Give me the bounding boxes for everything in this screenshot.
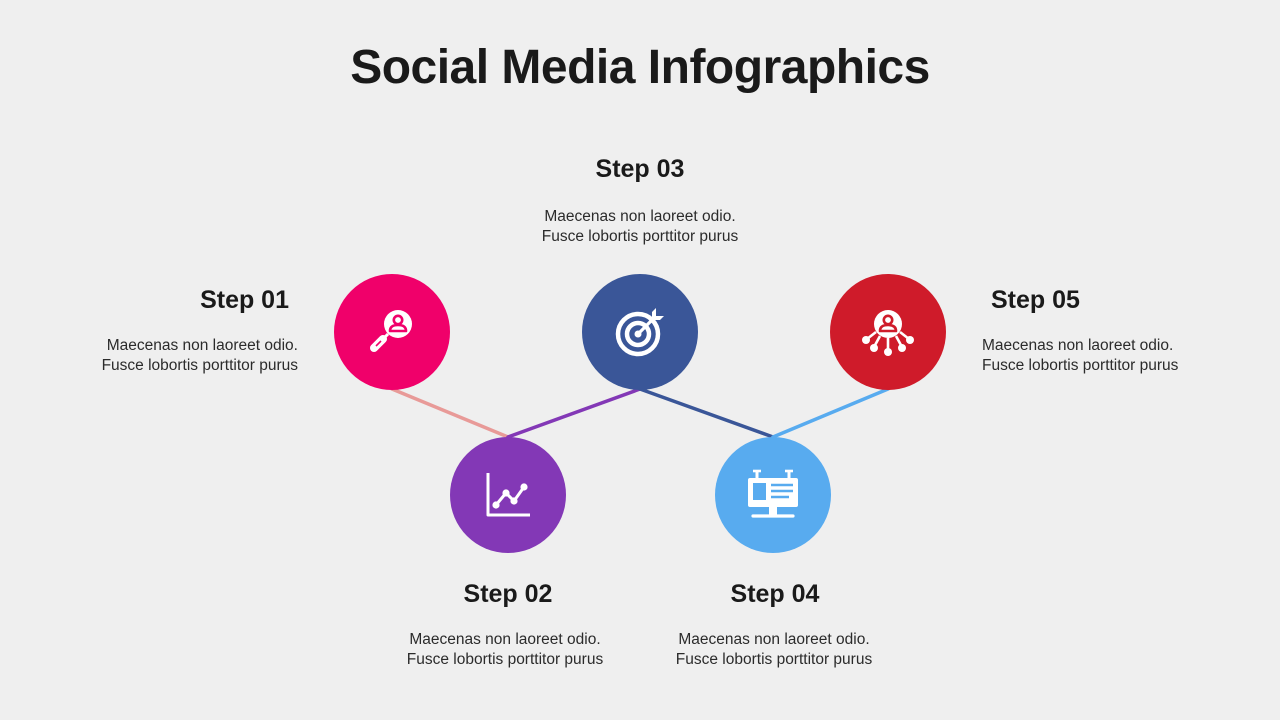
step-04-circle — [715, 437, 831, 553]
target-icon — [615, 308, 664, 357]
billboard-icon — [748, 469, 798, 518]
step-02-title: Step 02 — [463, 580, 553, 608]
page-title: Social Media Infographics — [350, 41, 930, 94]
connector-02-03 — [506, 387, 642, 439]
line-chart-icon — [486, 473, 530, 517]
step-01-title: Step 01 — [200, 286, 289, 314]
step-03-title: Step 03 — [595, 155, 685, 183]
connector-01-02 — [390, 387, 510, 439]
step-05-description: Maecenas non laoreet odio. Fusce loborti… — [982, 337, 1179, 374]
step-01-description: Maecenas non laoreet odio. Fusce loborti… — [101, 337, 298, 374]
step-05-title: Step 05 — [991, 286, 1080, 314]
step-03-description: Maecenas non laoreet odio. Fusce loborti… — [541, 208, 739, 245]
step-02-circle — [450, 437, 566, 553]
user-search-icon — [370, 310, 412, 352]
step-05-circle — [830, 274, 946, 390]
step-02-description: Maecenas non laoreet odio. Fusce loborti… — [406, 631, 604, 668]
step-03-circle — [582, 274, 698, 390]
step-01-circle — [334, 274, 450, 390]
step-04-description: Maecenas non laoreet odio. Fusce loborti… — [675, 631, 873, 668]
user-network-icon — [862, 310, 914, 356]
step-04-title: Step 04 — [730, 580, 820, 608]
connector-03-04 — [638, 387, 775, 439]
connector-04-05 — [771, 387, 890, 439]
